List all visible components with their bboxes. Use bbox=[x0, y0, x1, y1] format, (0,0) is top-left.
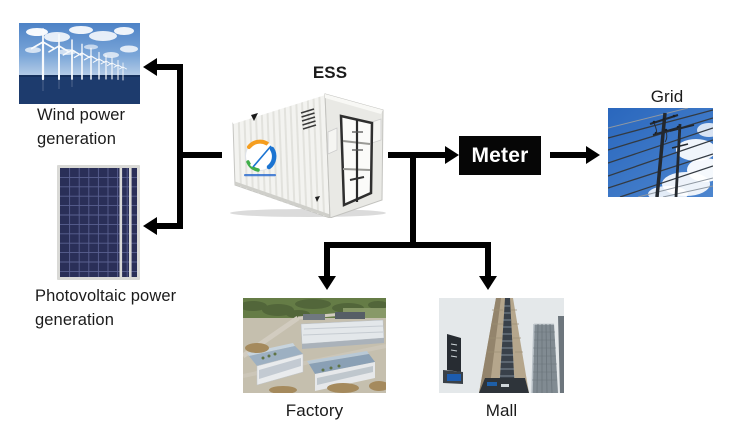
connector-sources-vertical bbox=[177, 64, 183, 229]
connector-to-pv bbox=[155, 223, 183, 229]
arrowhead-to-grid bbox=[586, 146, 600, 164]
wind-power-photo bbox=[19, 23, 140, 104]
arrowhead-to-mall bbox=[479, 276, 497, 290]
connector-ess-to-meter bbox=[388, 152, 445, 158]
grid-photo bbox=[608, 108, 713, 197]
ess-label: ESS bbox=[312, 63, 348, 82]
wind-turbines bbox=[30, 28, 127, 81]
arrowhead-to-factory bbox=[318, 276, 336, 290]
container-logo bbox=[244, 139, 277, 177]
vent-grille bbox=[300, 108, 317, 130]
arrowhead-to-pv bbox=[143, 217, 157, 235]
pv-label: Photovoltaic power generation bbox=[35, 287, 177, 329]
meter-box: Meter bbox=[459, 136, 541, 175]
meter-label: Meter bbox=[471, 143, 529, 167]
grid-label: Grid bbox=[650, 87, 684, 106]
factory-photo bbox=[243, 298, 386, 393]
connector-ess-down bbox=[410, 152, 416, 248]
connector-sources-to-ess bbox=[180, 152, 222, 158]
connector-to-factory bbox=[324, 242, 330, 280]
container-door bbox=[339, 114, 374, 207]
connector-to-wind bbox=[155, 64, 183, 70]
main-tower bbox=[479, 298, 529, 393]
wind-label: Wind power generation bbox=[37, 106, 126, 148]
pv-panel-photo bbox=[57, 165, 140, 280]
pv-cell-grid bbox=[60, 168, 137, 277]
factory-label: Factory bbox=[285, 401, 344, 420]
mall-photo bbox=[439, 298, 564, 393]
ess-container-photo bbox=[230, 93, 386, 218]
arrowhead-to-wind bbox=[143, 58, 157, 76]
clouds bbox=[648, 123, 713, 197]
right-tower bbox=[531, 323, 558, 393]
connector-to-mall bbox=[485, 242, 491, 280]
arrowhead-to-meter bbox=[445, 146, 459, 164]
far-tower bbox=[558, 316, 564, 393]
dirt-patches bbox=[245, 343, 386, 393]
warehouse-large bbox=[300, 319, 385, 349]
mall-label: Mall bbox=[485, 401, 518, 420]
connector-meter-to-grid bbox=[550, 152, 586, 158]
left-signs bbox=[443, 334, 463, 384]
warehouse-right bbox=[307, 351, 375, 391]
connector-loads-horizontal bbox=[324, 242, 491, 248]
